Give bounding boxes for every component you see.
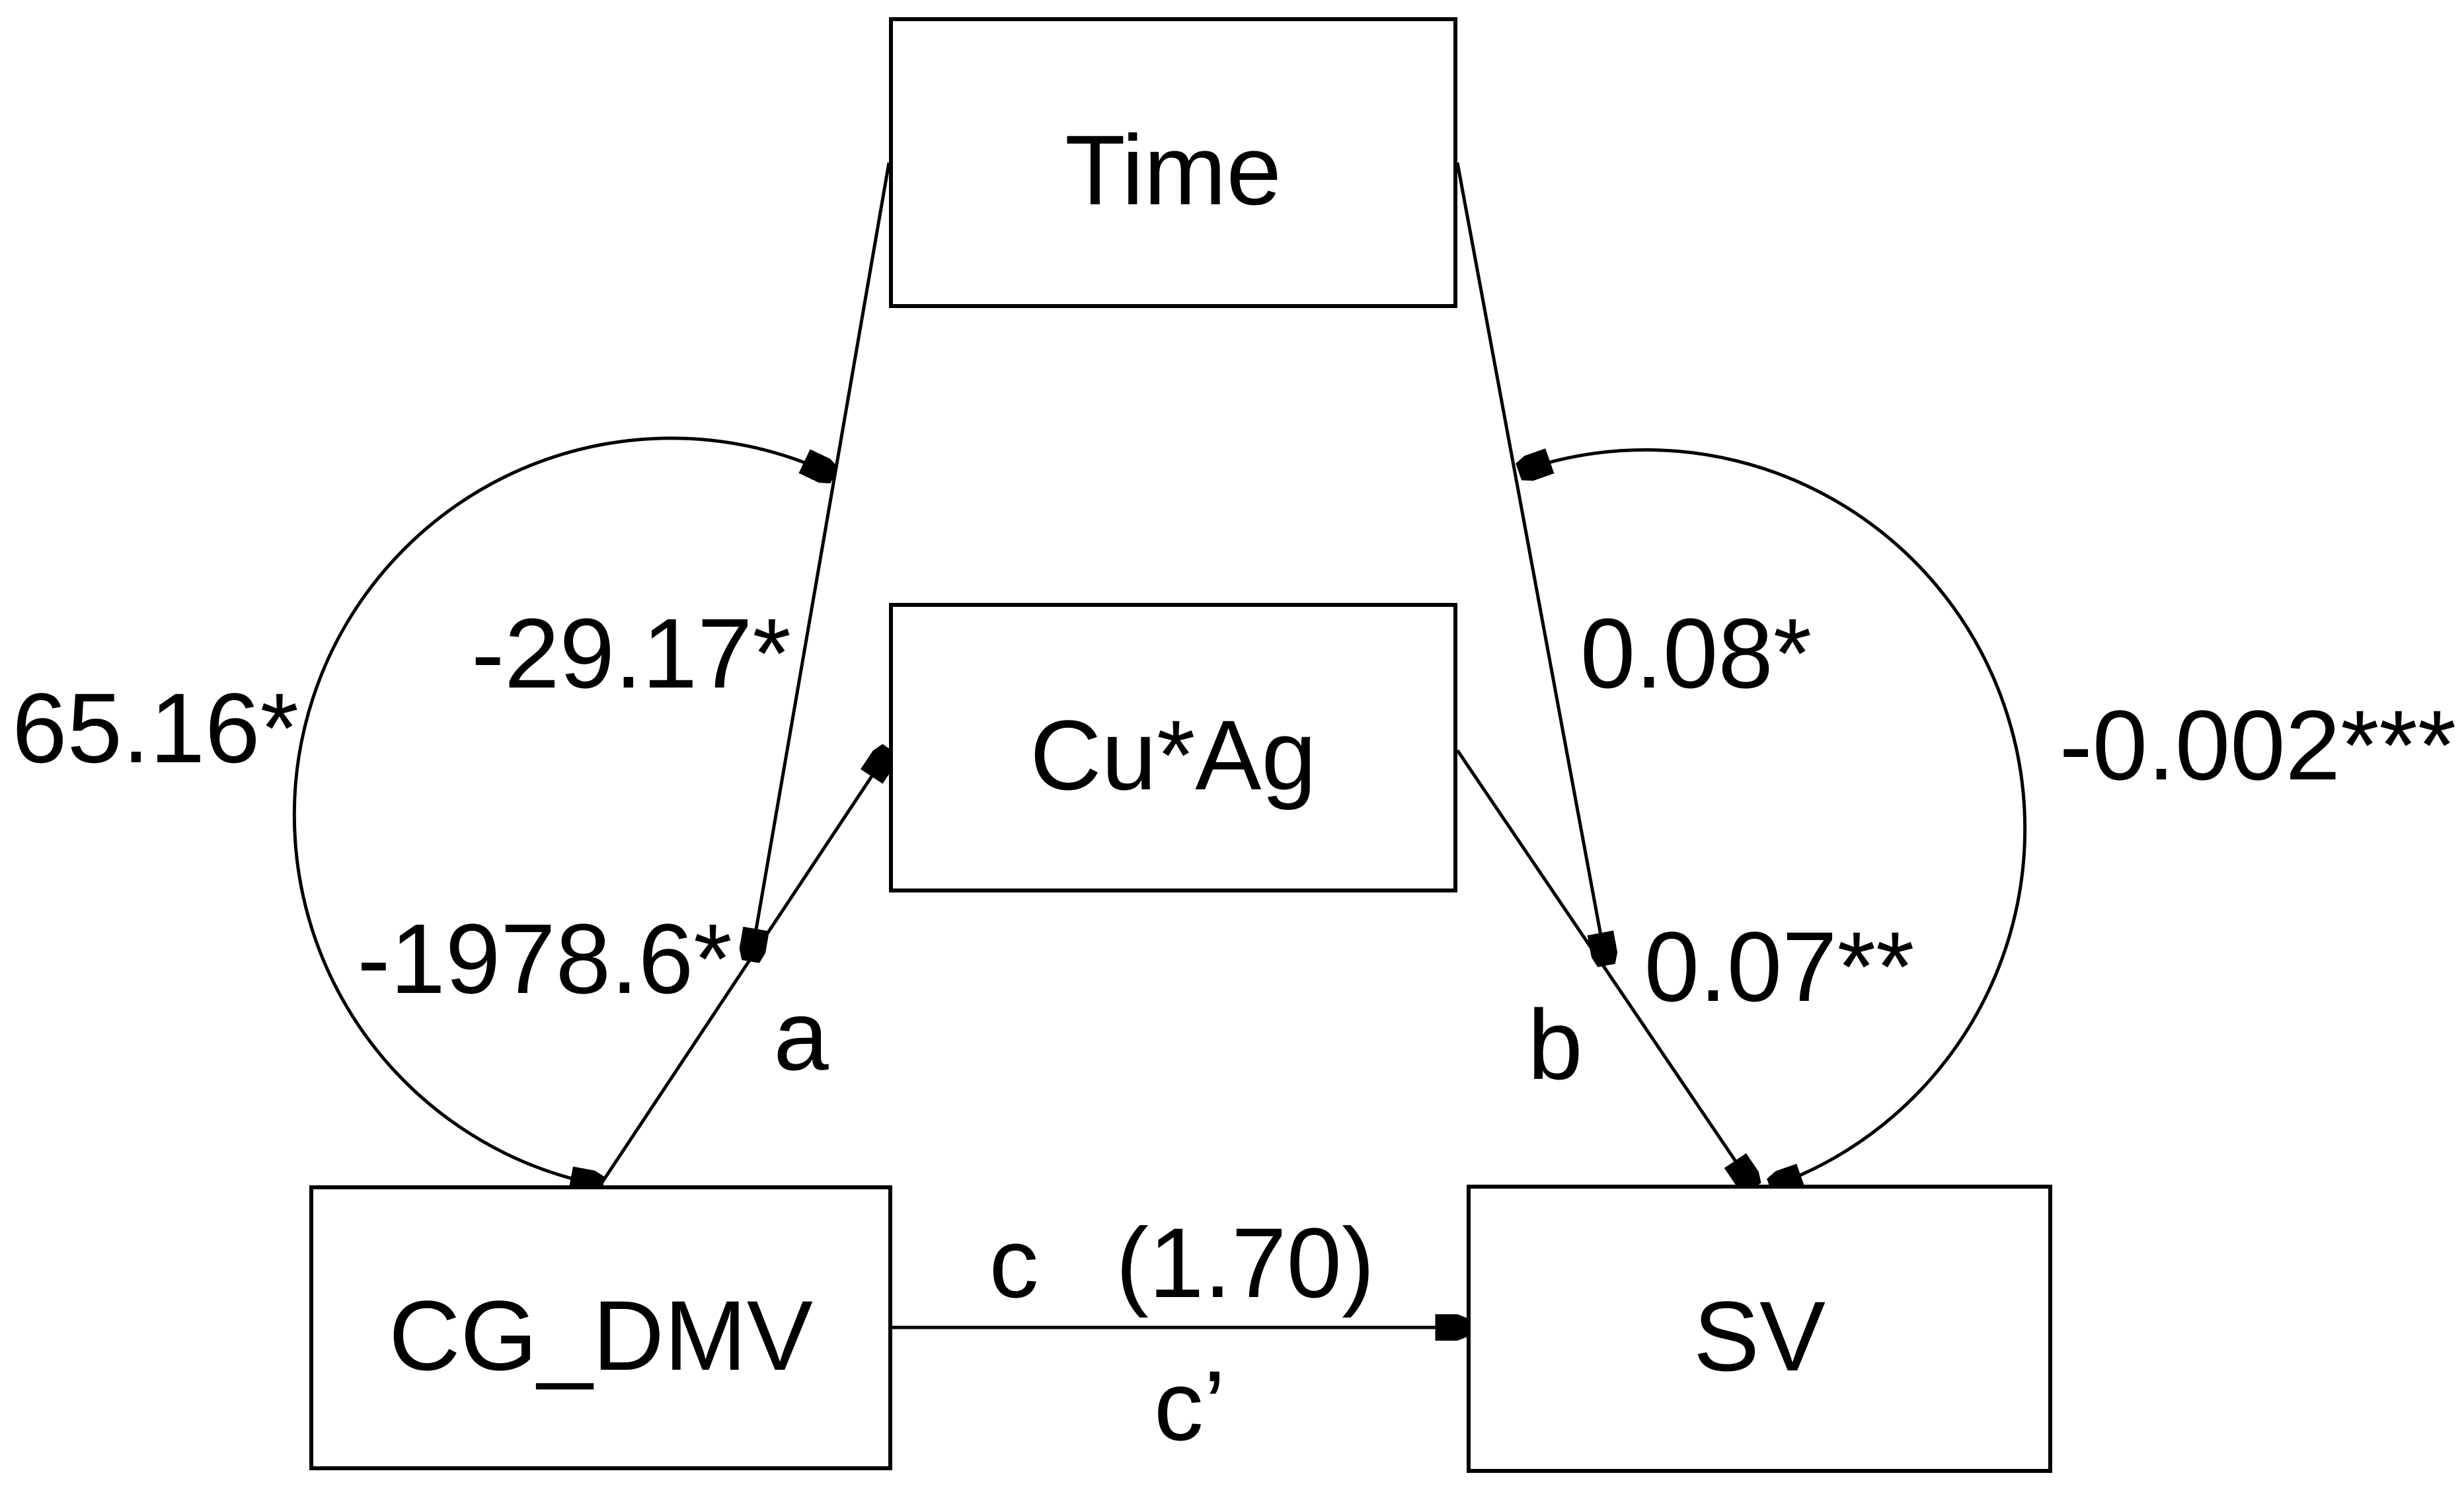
node-cgdmv: CG_DMV [309,1185,892,1470]
label-b-path-coef: 0.07** [1644,911,1915,1022]
label-path-a: a [773,980,829,1091]
node-time: Time [889,17,1457,308]
edge-covariance-left-arc [292,436,833,1185]
edge-time-to-path-a [751,162,891,960]
label-path-c: c [989,1207,1039,1318]
label-a-path-coef: -1978.6* [357,903,732,1014]
node-sv-label: SV [1693,1281,1826,1392]
node-cuag: Cu*Ag [889,603,1457,892]
edge-covariance-right-arc [1520,448,2026,1187]
node-cuag-label: Cu*Ag [1030,699,1317,810]
label-time-to-a-coef: -29.17* [471,598,791,709]
label-path-c-value: (1.70) [1116,1207,1375,1318]
label-path-b: b [1527,989,1583,1100]
node-time-label: Time [1065,114,1282,225]
label-covariance-left: 65.16* [12,672,299,783]
label-covariance-right: -0.002*** [2059,690,2457,801]
node-cgdmv-label: CG_DMV [389,1279,813,1391]
label-path-c-prime: c’ [1153,1350,1226,1461]
edge-time-to-path-b [1455,162,1606,964]
node-sv: SV [1467,1185,2052,1473]
label-time-to-b-coef: 0.08* [1580,598,1812,709]
